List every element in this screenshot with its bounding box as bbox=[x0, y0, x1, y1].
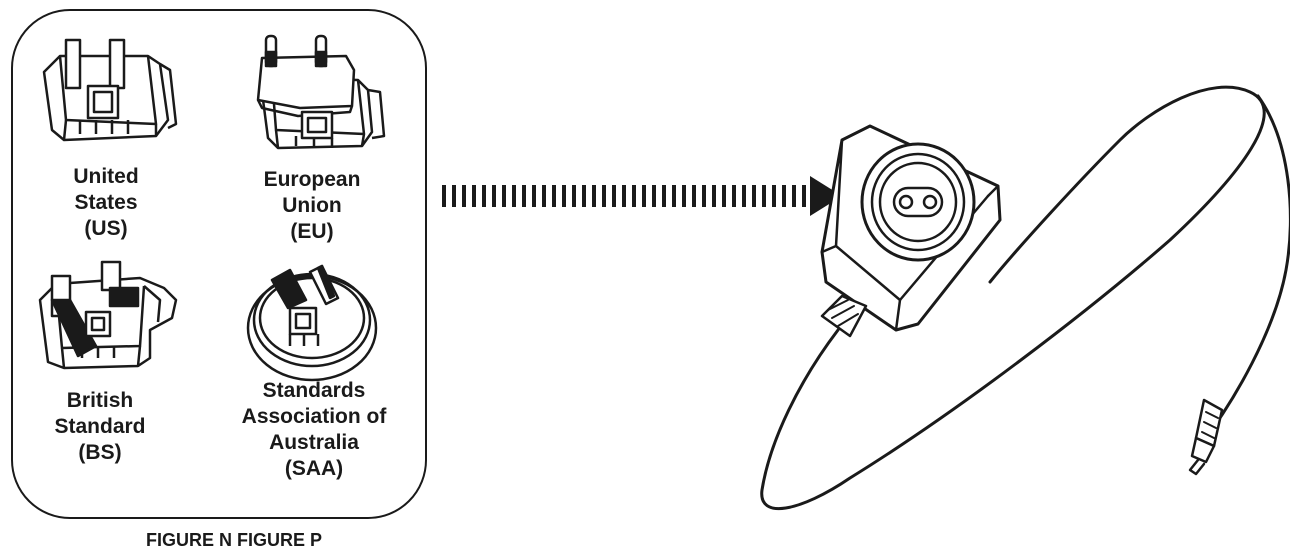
us-plug-label: United States (US) bbox=[28, 164, 184, 242]
us-label-line-1: United bbox=[73, 165, 139, 188]
us-label-line-3: (US) bbox=[84, 217, 128, 240]
eu-plug-label: European Union (EU) bbox=[232, 167, 392, 245]
dashed-arrow-right-icon bbox=[442, 176, 842, 216]
saa-plug-label: Standards Association of Australia (SAA) bbox=[216, 378, 412, 482]
eu-plug-icon bbox=[256, 34, 386, 150]
plug-panel-frame bbox=[11, 9, 427, 519]
bs-label-line-1: British bbox=[66, 389, 134, 412]
us-label-line-2: States bbox=[74, 191, 138, 214]
bs-label-line-3: (BS) bbox=[78, 441, 122, 464]
bs-plug-icon bbox=[38, 260, 178, 370]
figure-p-caption: FIGURE P bbox=[237, 530, 323, 550]
eu-label-line-2: Union bbox=[282, 194, 342, 217]
power-adapter-icon bbox=[760, 85, 1290, 511]
saa-plug-icon bbox=[246, 264, 378, 382]
figure-n-caption: FIGURE N bbox=[146, 530, 233, 550]
us-plug-icon bbox=[42, 38, 178, 142]
bs-label-line-2: Standard bbox=[54, 415, 146, 438]
eu-label-line-3: (EU) bbox=[290, 220, 334, 243]
saa-label-line-3: Australia bbox=[269, 431, 359, 454]
bs-plug-label: British Standard (BS) bbox=[20, 388, 180, 466]
saa-label-line-2: Association of bbox=[241, 405, 387, 428]
saa-label-line-1: Standards bbox=[262, 379, 366, 402]
figure-captions: FIGURE N FIGURE P bbox=[146, 530, 322, 551]
saa-label-line-4: (SAA) bbox=[284, 457, 344, 480]
eu-label-line-1: European bbox=[263, 168, 361, 191]
